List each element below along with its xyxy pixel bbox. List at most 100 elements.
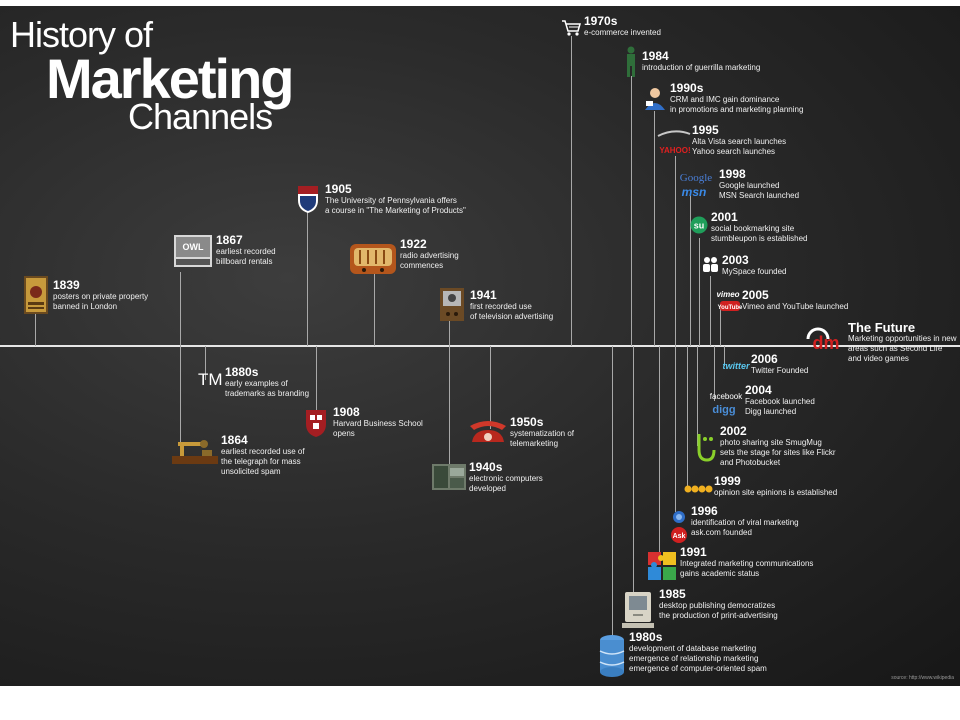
facebook-label: facebook — [710, 392, 743, 401]
event-2003: 2003 MySpace founded — [722, 254, 787, 277]
facebook-digg-icon: facebook digg — [710, 392, 743, 416]
event-year: 1999 — [714, 474, 741, 488]
stem-1908 — [316, 346, 317, 414]
stem-2004 — [714, 346, 715, 401]
timeline-axis — [0, 345, 960, 347]
event-year: 1991 — [680, 545, 707, 559]
event-desc-line: and video games — [848, 354, 909, 363]
event-desc-line: in promotions and marketing planning — [670, 105, 804, 114]
event-desc-line: MySpace founded — [722, 267, 787, 276]
event-desc-line: early examples of — [225, 379, 288, 388]
stem-1985 — [633, 346, 634, 604]
event-desc-line: opinion site epinions is established — [714, 488, 838, 497]
event-desc-line: a course in "The Marketing of Products" — [325, 206, 466, 215]
event-1996: 1996 identification of viral marketing a… — [691, 505, 799, 538]
early-computer-icon — [432, 464, 466, 490]
title-line-3: Channels — [128, 96, 273, 137]
event-2006: 2006 Twitter Founded — [751, 353, 808, 376]
crm-person-icon — [645, 88, 665, 110]
stem-1905 — [307, 211, 308, 346]
event-1970s: 1970s e-commerce invented — [584, 15, 661, 38]
timeline-canvas: History of Marketing Channels OWL — [0, 6, 960, 686]
event-year: 1980s — [629, 630, 663, 644]
event-year: 2001 — [711, 210, 738, 224]
event-desc-line: of television advertising — [470, 312, 554, 321]
event-desc-line: Twitter Founded — [751, 366, 809, 375]
stem-1970s — [571, 36, 572, 346]
event-desc-line: sets the stage for sites like Flickr — [720, 448, 836, 457]
event-year: 2006 — [751, 352, 778, 366]
event-1922: 1922 radio advertising commences — [400, 238, 459, 271]
event-1880s: 1880s early examples of trademarks as br… — [225, 366, 309, 399]
radio-icon — [350, 244, 396, 274]
stem-1940s — [449, 346, 450, 472]
title-line-1: History of — [10, 14, 153, 55]
event-desc-line: e-commerce invented — [584, 28, 661, 37]
viral-ask-icon: Ask — [671, 511, 687, 543]
event-2005: 2005 Vimeo and YouTube launched — [742, 289, 848, 312]
stem-2003 — [710, 276, 711, 346]
event-the-future: The Future Marketing opportunities in ne… — [848, 321, 957, 364]
event-desc-line: first recorded use — [470, 302, 532, 311]
event-1950s: 1950s systematization of telemarketing — [510, 416, 574, 449]
penn-shield-icon — [298, 186, 318, 213]
event-1940s: 1940s electronic computers developed — [469, 461, 543, 494]
trademark-icon: TM — [198, 370, 223, 389]
event-desc-line: banned in London — [53, 302, 118, 311]
stem-1941 — [449, 321, 450, 346]
event-desc-line: Facebook launched — [745, 397, 815, 406]
event-1995: 1995 Alta Vista search launches Yahoo se… — [692, 124, 786, 157]
stem-1867 — [180, 272, 181, 346]
event-desc-line: desktop publishing democratizes — [659, 601, 776, 610]
event-1998: 1998 Google launched MSN Search launched — [719, 168, 799, 201]
yahoo-label: YAHOO! — [659, 146, 690, 155]
stumbleupon-icon: su — [690, 216, 708, 234]
event-desc-line: Marketing opportunities in new — [848, 334, 957, 343]
event-year: 1867 — [216, 233, 243, 247]
stem-1991 — [659, 346, 660, 554]
google-label: Google — [680, 172, 713, 184]
event-1867: 1867 earliest recorded billboard rentals — [216, 234, 276, 267]
event-year: 1922 — [400, 237, 427, 251]
event-desc-line: photo sharing site SmugMug — [720, 438, 822, 447]
event-desc-line: CRM and IMC gain dominance — [670, 95, 780, 104]
myspace-icon — [703, 257, 718, 272]
dm-logo-icon: dm — [806, 327, 840, 353]
event-desc-line: billboard rentals — [216, 257, 273, 266]
stem-1950s — [490, 346, 491, 429]
event-desc-line: developed — [469, 484, 506, 493]
stem-1996 — [675, 346, 676, 512]
event-year: 1905 — [325, 182, 352, 196]
event-2004: 2004 Facebook launched Digg launched — [745, 384, 815, 417]
event-desc-line: Yahoo search launches — [692, 147, 776, 156]
billboard-label: OWL — [183, 242, 204, 252]
event-1984: 1984 introduction of guerrilla marketing — [642, 50, 760, 73]
event-desc-line: stumbleupon is established — [711, 234, 808, 243]
event-year: 1984 — [642, 49, 669, 63]
stem-1995 — [675, 156, 676, 346]
ask-label: Ask — [673, 533, 686, 540]
event-year: 1995 — [692, 123, 719, 137]
event-year: 1985 — [659, 587, 686, 601]
event-desc-line: The University of Pennsylvania offers — [325, 196, 457, 205]
event-desc-line: MSN Search launched — [719, 191, 800, 200]
event-year: 2003 — [722, 253, 749, 267]
event-year: 1990s — [670, 81, 704, 95]
event-desc-line: posters on private property — [53, 292, 149, 301]
google-msn-icon: Google msn — [680, 172, 713, 199]
event-desc-line: areas such as Second Life — [848, 344, 943, 353]
epinions-smileys-icon — [684, 485, 713, 493]
title-line-2: Marketing — [46, 47, 294, 110]
event-desc-line: commences — [400, 261, 444, 270]
event-desc-line: ask.com founded — [691, 528, 752, 537]
event-desc-line: opens — [333, 429, 355, 438]
event-desc-line: Harvard Business School — [333, 419, 423, 428]
twitter-label: twitter — [723, 361, 750, 371]
stem-2002 — [697, 346, 698, 446]
event-1980s: 1980s development of database marketing … — [629, 631, 767, 674]
stem-1990s — [654, 111, 655, 346]
stem-1922 — [374, 271, 375, 346]
event-desc-line: trademarks as branding — [225, 389, 310, 398]
event-year: 2005 — [742, 288, 769, 302]
event-year: 2004 — [745, 383, 772, 397]
